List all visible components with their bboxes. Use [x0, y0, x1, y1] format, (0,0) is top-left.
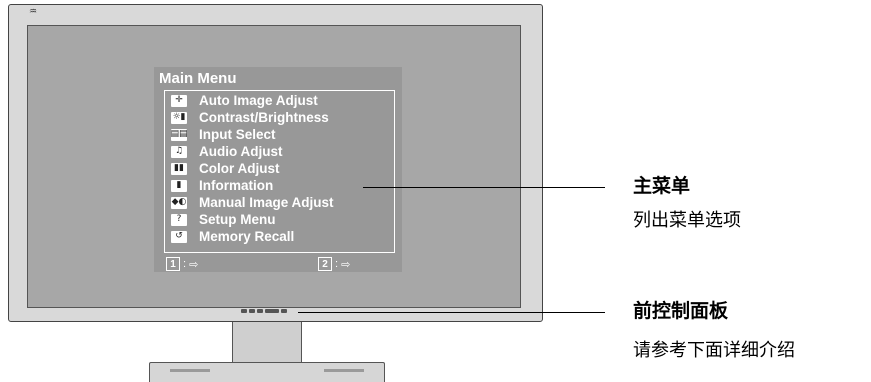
menu-item-label: Manual Image Adjust [199, 195, 334, 210]
callout-main-menu-subtitle: 列出菜单选项 [633, 210, 741, 231]
osd-main-menu: Main Menu ✛ Auto Image Adjust ☼▮ Contras… [154, 67, 402, 272]
menu-item-auto-image-adjust[interactable]: ✛ Auto Image Adjust [171, 92, 318, 109]
monitor-stand-base [149, 362, 385, 382]
osd-title: Main Menu [159, 70, 237, 87]
key-2-separator: : [335, 258, 339, 270]
power-button[interactable] [281, 309, 287, 313]
menu-item-color-adjust[interactable]: ▮▮ Color Adjust [171, 160, 280, 177]
osd-menu-list: ✛ Auto Image Adjust ☼▮ Contrast/Brightne… [164, 90, 395, 253]
color-adjust-icon: ▮▮ [171, 162, 187, 175]
callout-front-panel-title: 前控制面板 [633, 300, 729, 322]
menu-item-label: Input Select [199, 127, 276, 142]
enter-arrow-icon: ⇨ [189, 258, 199, 271]
menu-item-memory-recall[interactable]: ↺ Memory Recall [171, 228, 294, 245]
information-icon: ▮ [171, 179, 187, 192]
input-select-icon: ▤▤ [170, 128, 188, 141]
audio-adjust-icon: ♫ [171, 145, 187, 158]
manual-image-adjust-icon: ◆◐ [171, 196, 187, 209]
menu-item-label: Auto Image Adjust [199, 93, 318, 108]
menu-item-label: Color Adjust [199, 161, 280, 176]
front-panel-buttons [241, 309, 287, 313]
front-panel-button[interactable] [265, 309, 279, 313]
key-1-separator: : [183, 258, 187, 270]
front-panel-button[interactable] [241, 309, 247, 313]
monitor-screen: Main Menu ✛ Auto Image Adjust ☼▮ Contras… [27, 25, 521, 308]
menu-item-label: Contrast/Brightness [199, 110, 329, 125]
front-panel-button[interactable] [249, 309, 255, 313]
menu-item-manual-image-adjust[interactable]: ◆◐ Manual Image Adjust [171, 194, 334, 211]
menu-item-setup-menu[interactable]: ? Setup Menu [171, 211, 276, 228]
leader-line-main-menu [363, 187, 605, 188]
menu-item-label: Setup Menu [199, 212, 276, 227]
menu-item-label: Memory Recall [199, 229, 295, 244]
key-2-badge: 2 [318, 257, 332, 271]
menu-item-information[interactable]: ▮ Information [171, 177, 273, 194]
monitor-bezel: ♒ Main Menu ✛ Auto Image Adjust ☼▮ Contr… [8, 4, 543, 322]
callout-front-panel-subtitle: 请参考下面详细介绍 [633, 340, 795, 361]
key-1-badge: 1 [166, 257, 180, 271]
front-panel-button[interactable] [257, 309, 263, 313]
enter-arrow-icon: ⇨ [341, 258, 351, 271]
osd-footer-key-1: 1 : ⇨ [166, 257, 198, 271]
setup-menu-icon: ? [171, 213, 187, 226]
monitor-stand-neck [232, 322, 302, 364]
leader-line-front-panel [298, 312, 605, 313]
menu-item-label: Information [199, 178, 274, 193]
callout-main-menu-title: 主菜单 [633, 175, 691, 197]
base-stripe [170, 369, 210, 372]
menu-item-audio-adjust[interactable]: ♫ Audio Adjust [171, 143, 283, 160]
osd-footer-key-2: 2 : ⇨ [318, 257, 350, 271]
brand-logo-icon: ♒ [29, 7, 38, 17]
menu-item-label: Audio Adjust [199, 144, 283, 159]
auto-image-adjust-icon: ✛ [171, 94, 187, 107]
menu-item-input-select[interactable]: ▤▤ Input Select [171, 126, 276, 143]
memory-recall-icon: ↺ [171, 230, 187, 243]
menu-item-contrast-brightness[interactable]: ☼▮ Contrast/Brightness [171, 109, 329, 126]
contrast-brightness-icon: ☼▮ [171, 111, 187, 124]
base-stripe [324, 369, 364, 372]
